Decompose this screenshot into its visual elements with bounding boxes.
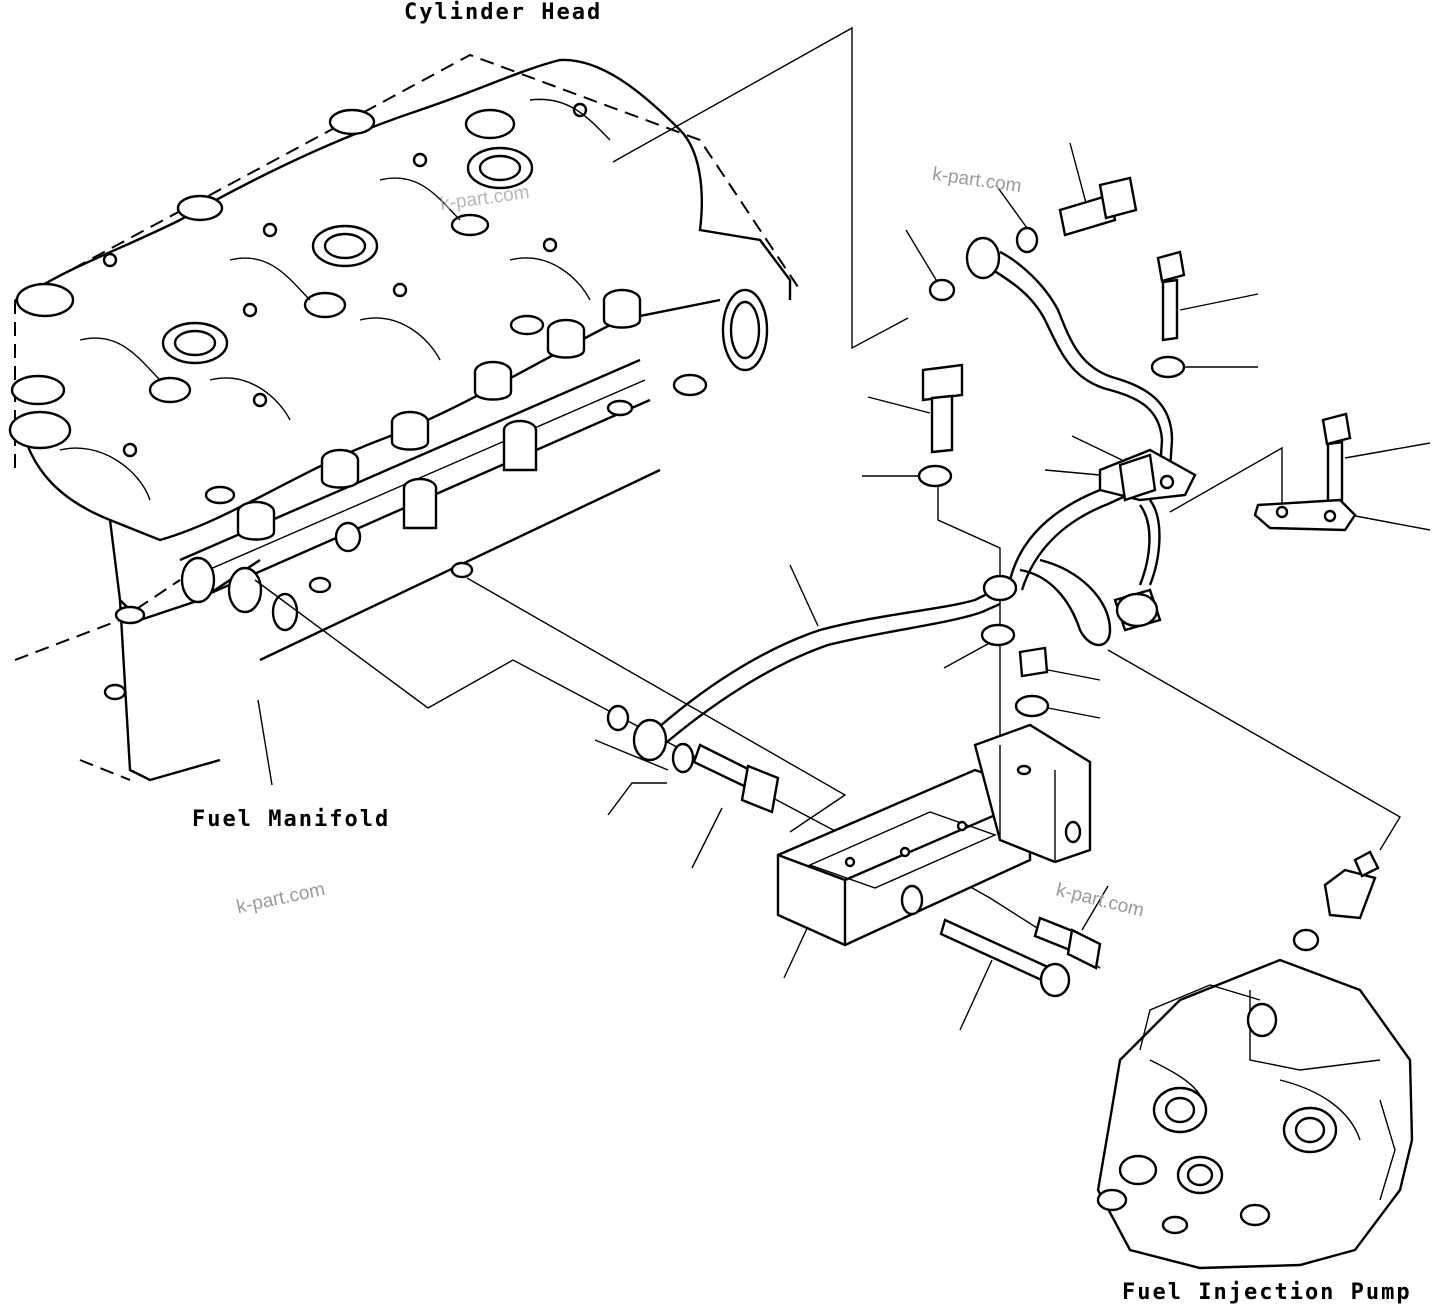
fuel-manifold-label: Fuel Manifold (192, 807, 391, 832)
fuel-pipes (632, 236, 1197, 762)
fasteners (606, 176, 1380, 998)
cylinder-head-label: Cylinder Head (404, 0, 603, 25)
bracket-drawing (776, 723, 1092, 947)
reference-lines (254, 26, 1431, 1031)
cylinder-head-drawing (8, 53, 801, 782)
fuel-injection-pump-drawing (1096, 958, 1414, 1270)
fuel-injection-pump-label: Fuel Injection Pump (1122, 1280, 1412, 1305)
